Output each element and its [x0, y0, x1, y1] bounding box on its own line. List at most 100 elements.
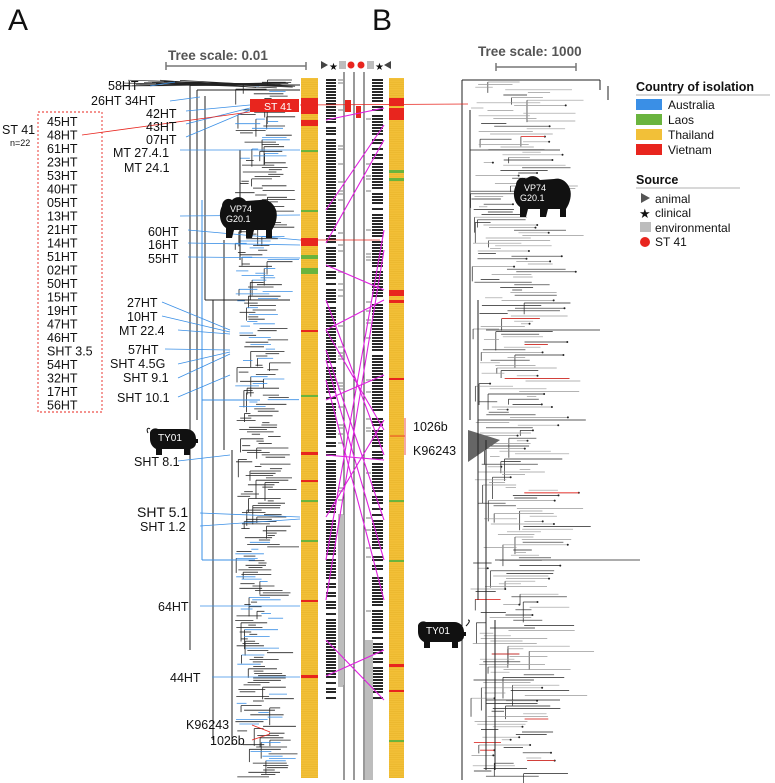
st41-isolate: 13HT [47, 210, 78, 224]
legend-source-clinical: clinical [655, 206, 691, 220]
legend-swatch [636, 129, 662, 140]
bear-icon-a: VP74 G20.1 [220, 197, 277, 238]
st41-isolate: 53HT [47, 169, 78, 183]
legend-country-item: Thailand [668, 128, 714, 142]
isolate-label: SHT 10.1 [117, 391, 170, 405]
tree-a-tips [120, 80, 299, 777]
st41-isolate: 21HT [47, 223, 78, 237]
isolate-label: 16HT [148, 238, 179, 252]
st41-isolate: 32HT [47, 372, 78, 386]
tree-scale-b: Tree scale: 1000 [478, 44, 582, 71]
legend-source-environmental: environmental [655, 221, 730, 235]
isolate-label: MT 24.1 [124, 161, 170, 175]
tree-scale-a: Tree scale: 0.01 [166, 48, 306, 70]
st41-isolate: 14HT [47, 237, 78, 251]
red-circle-icon [348, 62, 355, 69]
triangle-icon [384, 61, 391, 69]
bear-icon-b: VP74 G20.1 [514, 176, 571, 217]
legend-source-title: Source [636, 173, 678, 187]
isolate-label: SHT 1.2 [140, 520, 186, 534]
tree-a: ST 41 [120, 80, 300, 777]
isolate-label: SHT 4.5G [110, 357, 165, 371]
svg-text:VP74: VP74 [524, 183, 546, 193]
isolate-labels-a: 58HT 26HT 34HT 42HT 43HT 07HT MT 27.4.1 … [91, 79, 245, 748]
isolate-label: K96243 [186, 718, 229, 732]
svg-text:G20.1: G20.1 [520, 193, 545, 203]
st41-isolate: 15HT [47, 291, 78, 305]
isolate-label: MT 22.4 [119, 324, 165, 338]
st41-group-label: ST 41 [2, 123, 35, 137]
isolate-label: SHT 8.1 [134, 455, 180, 469]
legend-source-st41: ST 41 [655, 235, 687, 249]
country-strip-b [389, 78, 404, 778]
isolate-label: 57HT [128, 343, 159, 357]
legend-swatch [636, 99, 662, 110]
st41-isolate: 61HT [47, 142, 78, 156]
legend-country-item: Vietnam [668, 143, 712, 157]
triangle-icon [321, 61, 328, 69]
star-icon: ★ [375, 62, 384, 73]
svg-text:TY01: TY01 [426, 626, 450, 637]
square-icon [339, 61, 346, 69]
st41-isolate: 19HT [47, 304, 78, 318]
st41-isolate: 17HT [47, 385, 78, 399]
st41-isolate: 47HT [47, 318, 78, 332]
legend-country-title: Country of isolation [636, 80, 754, 94]
isolate-label: 27HT [127, 296, 158, 310]
legend-swatch [636, 144, 662, 155]
st41-isolate: 02HT [47, 264, 78, 278]
isolate-label: MT 27.4.1 [113, 146, 169, 160]
st41-isolate: 51HT [47, 250, 78, 264]
st41-isolate-list: 45HT48HT61HT23HT53HT40HT05HT13HT21HT14HT… [47, 115, 93, 413]
isolate-label: 26HT 34HT [91, 94, 156, 108]
triangle-icon [641, 193, 650, 203]
tree-scale-a-label: Tree scale: 0.01 [168, 48, 268, 63]
isolate-label: SHT 9.1 [123, 371, 169, 385]
australia-branches [202, 200, 260, 560]
square-icon [367, 61, 374, 69]
st41-group-count: n=22 [10, 138, 30, 148]
square-icon [640, 222, 651, 232]
legend-source-animal: animal [655, 192, 690, 206]
column-header-icons: ★ ★ [321, 61, 391, 73]
isolate-label: 64HT [158, 600, 189, 614]
st41-isolate: 45HT [47, 115, 78, 129]
st41-isolate: 48HT [47, 129, 78, 143]
legend-country-item: Laos [668, 113, 694, 127]
panel-label-b: B [372, 4, 392, 37]
st41-isolate: 56HT [47, 399, 78, 413]
st41-isolate: 40HT [47, 183, 78, 197]
label-connectors-a [150, 82, 300, 677]
red-circle-icon [358, 62, 365, 69]
st41-isolate: 46HT [47, 331, 78, 345]
legend-sources: animal ★ clinical environmental ST 41 [639, 192, 730, 249]
country-strip-a [301, 78, 318, 778]
isolate-label: 42HT [146, 107, 177, 121]
tree-scale-b-label: Tree scale: 1000 [478, 44, 582, 59]
st41-isolate: 50HT [47, 277, 78, 291]
red-circle-icon [640, 237, 650, 247]
panel-label-a: A [8, 4, 28, 37]
isolate-label: 43HT [146, 120, 177, 134]
legend: Country of isolation AustraliaLaosThaila… [636, 80, 770, 249]
legend-country-item: Australia [668, 98, 715, 112]
isolate-label: 07HT [146, 133, 177, 147]
isolate-label: 60HT [148, 225, 179, 239]
isolate-label: 55HT [148, 252, 179, 266]
svg-text:G20.1: G20.1 [226, 214, 251, 224]
isolate-label: 44HT [170, 671, 201, 685]
st41-isolate: SHT 3.5 [47, 345, 93, 359]
svg-text:TY01: TY01 [158, 433, 182, 444]
isolate-label: 58HT [108, 79, 139, 93]
isolate-label: SHT 5.1 [137, 504, 188, 520]
st41-bar-label: ST 41 [264, 101, 292, 113]
st41-isolate: 05HT [47, 196, 78, 210]
isolate-label: K96243 [413, 444, 456, 458]
isolate-label: 1026b [210, 734, 245, 748]
st41-isolate: 54HT [47, 358, 78, 372]
star-icon: ★ [329, 62, 338, 73]
svg-text:VP74: VP74 [230, 204, 252, 214]
star-icon: ★ [639, 206, 651, 221]
